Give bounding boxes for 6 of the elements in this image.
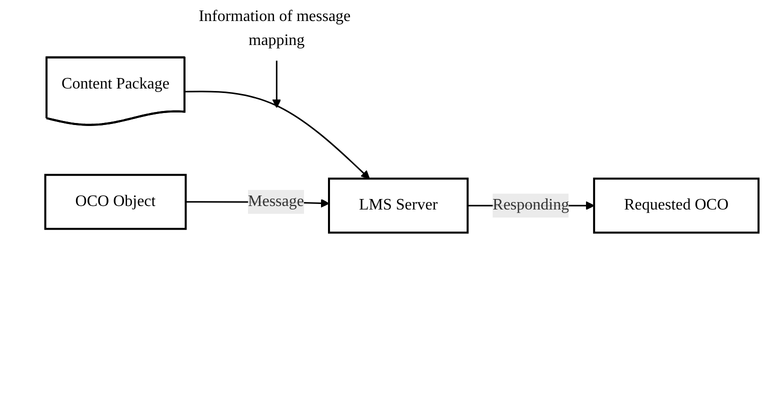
node-text: Information of message mapping <box>198 8 351 50</box>
node-box: LMS Server <box>328 178 469 234</box>
arrow <box>185 90 370 180</box>
node-box: Requested OCO <box>593 178 760 234</box>
arrow <box>272 60 282 108</box>
node-box: OCO Object <box>44 174 187 230</box>
